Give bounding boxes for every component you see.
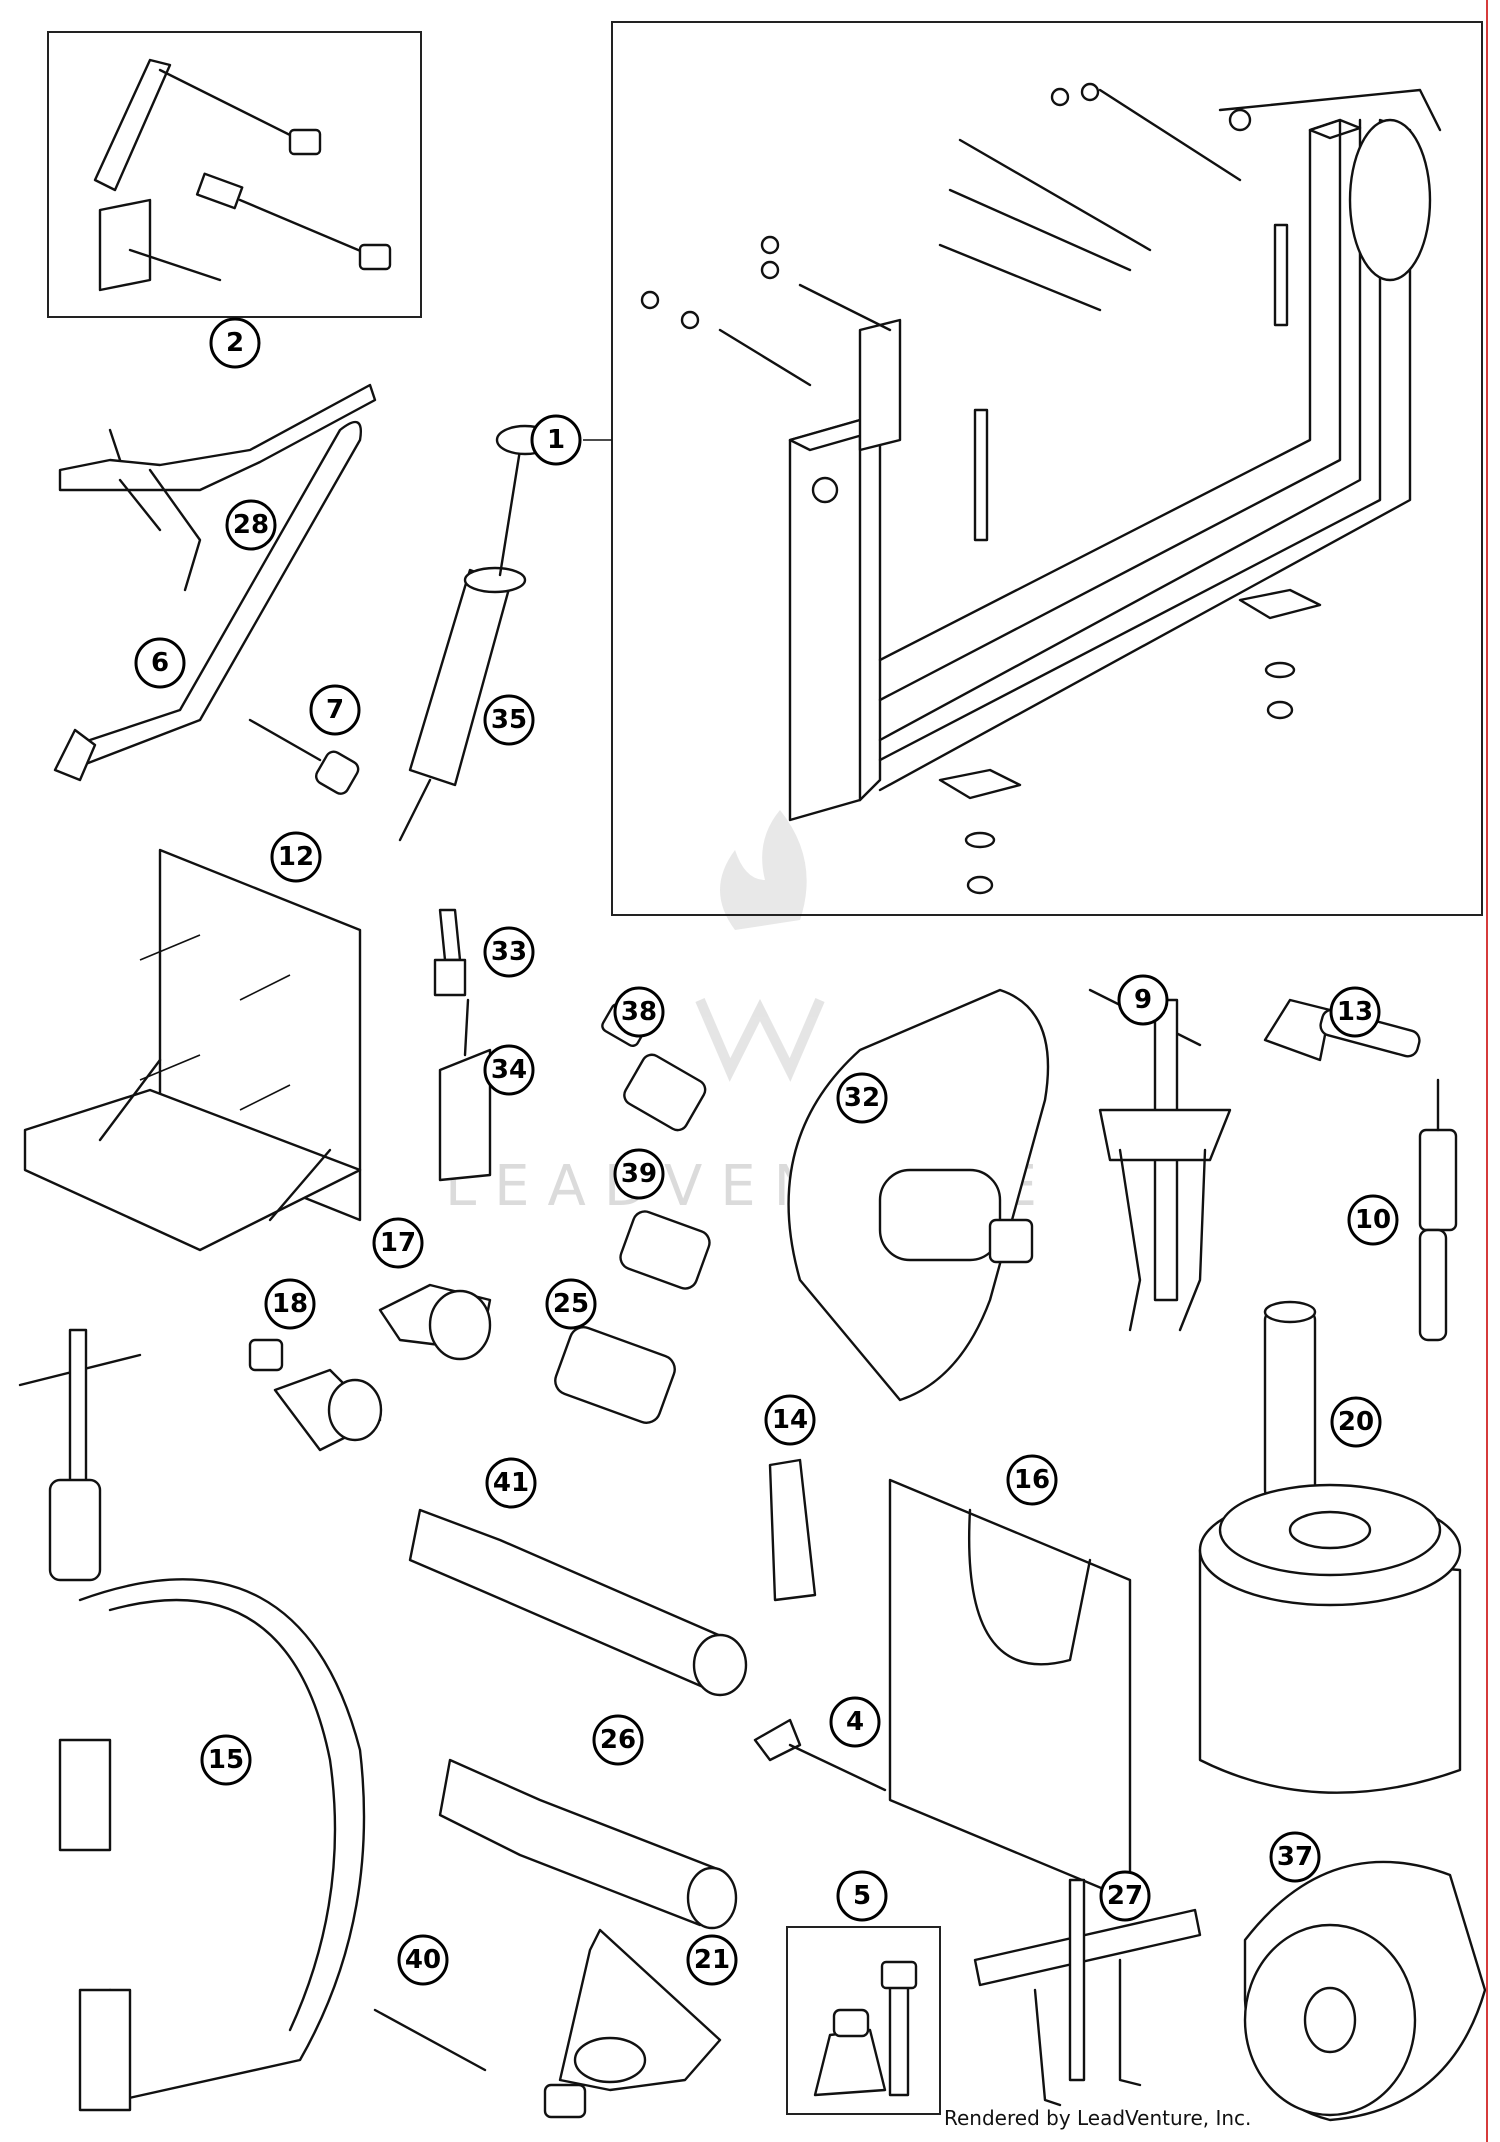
svg-text:2: 2	[226, 328, 244, 358]
callout-2: 2	[209, 317, 261, 369]
part-33-small-tube	[433, 908, 467, 997]
svg-text:25: 25	[553, 1289, 589, 1319]
part-21-locking-plate	[543, 1928, 722, 2119]
callout-4: 4	[829, 1696, 881, 1748]
svg-text:7: 7	[326, 695, 344, 725]
svg-text:6: 6	[151, 648, 169, 678]
part-2-puller-bracket	[47, 31, 422, 318]
callout-1: 1	[530, 414, 582, 466]
callout-26: 26	[592, 1714, 644, 1766]
callout-37: 37	[1269, 1831, 1321, 1883]
svg-text:21: 21	[694, 1945, 730, 1975]
callout-38: 38	[613, 986, 665, 1038]
part-2-frame	[47, 31, 422, 318]
part-10-extractor	[1418, 1078, 1458, 1342]
svg-text:10: 10	[1355, 1205, 1391, 1235]
callout-32: 32	[836, 1072, 888, 1124]
part-1-frame	[611, 21, 1483, 916]
svg-text:35: 35	[491, 705, 527, 735]
svg-text:4: 4	[846, 1707, 864, 1737]
callout-28: 28	[225, 499, 277, 551]
part-7-pin	[248, 718, 360, 795]
callout-6: 6	[134, 637, 186, 689]
part-16-u-plate	[888, 1478, 1132, 1902]
svg-text:12: 12	[278, 842, 314, 872]
right-edge-line	[1486, 0, 1488, 2142]
svg-text:13: 13	[1337, 997, 1373, 1027]
svg-text:39: 39	[621, 1159, 657, 1189]
svg-text:33: 33	[491, 937, 527, 967]
part-5-frame	[786, 1926, 941, 2115]
callout-10: 10	[1347, 1194, 1399, 1246]
svg-text:20: 20	[1338, 1407, 1374, 1437]
part-34-adhesive-bottle	[438, 998, 492, 1182]
part-39-sleeve	[619, 1210, 711, 1290]
svg-text:9: 9	[1134, 985, 1152, 1015]
part-32-flywheel-puller-plate	[787, 988, 1050, 1402]
callout-5: 5	[836, 1870, 888, 1922]
part-6-lever-tool	[53, 420, 362, 782]
svg-text:17: 17	[380, 1228, 416, 1258]
callout-20: 20	[1330, 1396, 1382, 1448]
part-40-threaded-rod	[373, 2008, 487, 2072]
svg-text:27: 27	[1107, 1881, 1143, 1911]
part-4-wrench	[753, 1718, 887, 1792]
callout-12: 12	[270, 831, 322, 883]
part-17-adapter	[378, 1283, 492, 1361]
svg-text:34: 34	[491, 1055, 527, 1085]
svg-text:40: 40	[405, 1945, 441, 1975]
callout-34: 34	[483, 1044, 535, 1096]
callout-14: 14	[764, 1394, 816, 1446]
svg-text:32: 32	[844, 1083, 880, 1113]
svg-text:5: 5	[853, 1881, 871, 1911]
part-5-socket-set	[786, 1926, 941, 2115]
part-15-valve-spring-compressor	[18, 1328, 366, 2112]
svg-text:26: 26	[600, 1725, 636, 1755]
callout-15: 15	[200, 1734, 252, 1786]
svg-text:15: 15	[208, 1745, 244, 1775]
part-28-clutch-holder	[58, 383, 377, 592]
svg-text:18: 18	[272, 1289, 308, 1319]
part-41-installer	[408, 1508, 748, 1697]
svg-text:16: 16	[1014, 1465, 1050, 1495]
callout-9: 9	[1117, 974, 1169, 1026]
part-1-engine-stand	[611, 21, 1483, 916]
part-14-insert	[768, 1458, 817, 1602]
part-12-mounting-plate	[23, 848, 362, 1252]
credit-text: Rendered by LeadVenture, Inc.	[944, 2106, 1252, 2130]
callout-13: 13	[1329, 986, 1381, 1038]
callout-16: 16	[1006, 1454, 1058, 1506]
svg-text:1: 1	[547, 425, 565, 455]
part-20-press-tool	[1198, 1300, 1462, 1794]
callout-7: 7	[309, 684, 361, 736]
part-18-adapter	[248, 1338, 383, 1452]
callout-21: 21	[686, 1934, 738, 1986]
part-35-grease-gun	[398, 424, 555, 842]
svg-text:14: 14	[772, 1405, 808, 1435]
part-9-gear-puller	[1088, 988, 1232, 1332]
callout-27: 27	[1099, 1870, 1151, 1922]
callout-18: 18	[264, 1278, 316, 1330]
part-25-sleeve	[554, 1326, 676, 1424]
callout-25: 25	[545, 1278, 597, 1330]
callout-40: 40	[397, 1934, 449, 1986]
part-26-drift	[438, 1758, 738, 1930]
callout-17: 17	[372, 1217, 424, 1269]
callout-33: 33	[483, 926, 535, 978]
callout-41: 41	[485, 1457, 537, 1509]
svg-text:28: 28	[233, 510, 269, 540]
svg-text:38: 38	[621, 997, 657, 1027]
svg-text:41: 41	[493, 1468, 529, 1498]
part-37-sleeve-block	[1243, 1860, 1487, 2122]
callout-35: 35	[483, 694, 535, 746]
svg-text:37: 37	[1277, 1842, 1313, 1872]
part-27-bearing-puller	[973, 1878, 1202, 2107]
callout-39: 39	[613, 1148, 665, 1200]
